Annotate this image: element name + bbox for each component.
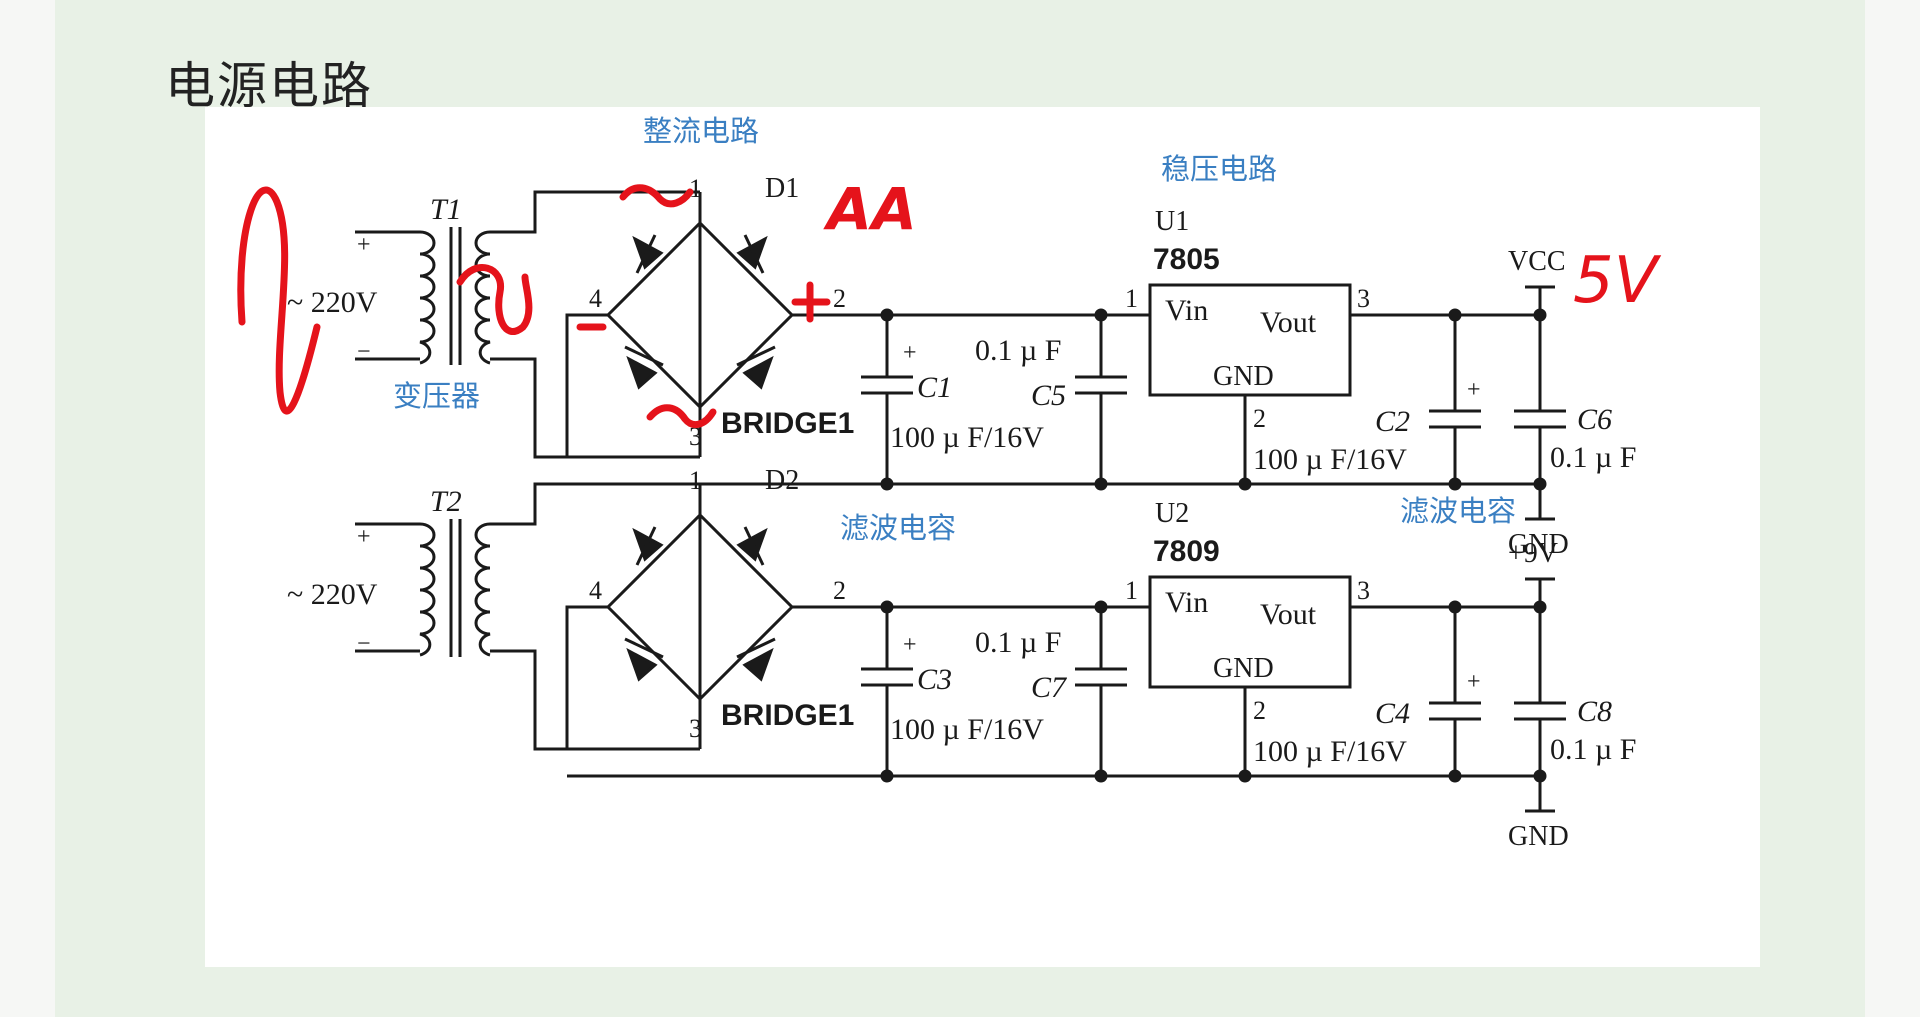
capacitor-c8 [1514, 577, 1566, 813]
c5-value: 0.1 µ F [975, 334, 1061, 367]
transformer-t1 [355, 190, 700, 459]
c1-value: 100 µ F/16V [890, 421, 1044, 454]
c5-ref: C5 [1031, 379, 1066, 412]
capacitor-c4 [1429, 600, 1481, 783]
bridge-pin-3: 3 [689, 422, 702, 451]
handwritten-5v-note: 5V [1573, 244, 1662, 318]
bridge-ref: D1 [765, 173, 799, 204]
regulator-part: 7805 [1153, 243, 1220, 276]
input-plus: + [357, 232, 371, 258]
regulator-gnd: GND [1213, 653, 1274, 684]
input-voltage-label: ~ 220V [287, 286, 378, 319]
bridge-rectifier-d1 [565, 192, 810, 459]
handwritten-annotations [237, 184, 831, 429]
c3-ref: C3 [917, 663, 952, 696]
input-minus: − [357, 631, 371, 657]
regulator-ref: U1 [1155, 206, 1189, 237]
bridge-name: BRIDGE1 [721, 699, 854, 732]
regulator-pin-in: 1 [1125, 284, 1138, 313]
capacitor-c1 [861, 308, 913, 491]
regulator-vin: Vin [1165, 586, 1208, 619]
bridge-pin-1: 1 [689, 174, 702, 203]
input-minus: − [357, 339, 371, 365]
bridge-pin-4: 4 [589, 284, 602, 313]
regulator-u1 [1148, 283, 1352, 491]
bridge-pin-1: 1 [689, 466, 702, 495]
handwritten-aa-note: AA [823, 175, 917, 243]
bridge-input-tilde-bottom [646, 404, 717, 429]
c8-ref: C8 [1577, 695, 1612, 728]
capacitor-c2 [1429, 308, 1481, 491]
regulator-part: 7809 [1153, 535, 1220, 568]
bridge-pin-3: 3 [689, 714, 702, 743]
regulator-pin-in: 1 [1125, 576, 1138, 605]
capacitor-c7 [1075, 600, 1127, 783]
filter-capacitor-label-1: 滤波电容 [840, 511, 957, 545]
secondary-wave-sketch [456, 264, 533, 335]
c7-ref: C7 [1031, 671, 1068, 704]
c3-plus: + [903, 632, 917, 658]
c8-value: 0.1 µ F [1550, 733, 1636, 766]
capacitor-c5 [1075, 308, 1127, 491]
transformer-ref: T1 [430, 193, 462, 226]
c4-plus: + [1467, 669, 1481, 695]
bridge-pin-4: 4 [589, 576, 602, 605]
c1-plus: + [903, 340, 917, 366]
regulator-vout: Vout [1260, 598, 1317, 631]
transformer-label: 变压器 [393, 379, 481, 413]
slide-title: 电源电路 [165, 57, 373, 115]
c2-value: 100 µ F/16V [1253, 443, 1407, 476]
bridge-ref: D2 [765, 465, 799, 496]
input-voltage-label: ~ 220V [287, 578, 378, 611]
circuit-1: T1 + − ~ 220V D1 1 2 3 4 BRIDGE1 + C1 [287, 173, 1636, 560]
regulator-pin-out: 3 [1357, 576, 1370, 605]
regulator-vout: Vout [1260, 306, 1317, 339]
filter-capacitor-label-2: 滤波电容 [1400, 494, 1517, 528]
ground-label: GND [1508, 529, 1569, 560]
regulator-pin-gnd: 2 [1253, 404, 1266, 433]
regulator-label: 稳压电路 [1161, 152, 1278, 186]
transformer-ref: T2 [430, 485, 462, 518]
capacitor-c3 [861, 600, 913, 783]
input-plus: + [357, 524, 371, 550]
output-label: +9V [1508, 538, 1558, 569]
c2-plus: + [1467, 377, 1481, 403]
c1-ref: C1 [917, 371, 952, 404]
bridge-pin-2: 2 [833, 576, 846, 605]
bridge-input-tilde-top [619, 184, 694, 208]
bridge-rectifier-d2 [565, 484, 810, 751]
ground-label: GND [1508, 821, 1569, 852]
circuit-2: T2 + − ~ 220V D2 1 2 3 4 BRIDGE1 + C3 10… [287, 465, 1636, 852]
c3-value: 100 µ F/16V [890, 713, 1044, 746]
plus-mark [791, 281, 831, 323]
rectifier-label: 整流电路 [643, 114, 760, 148]
regulator-vin: Vin [1165, 294, 1208, 327]
output-label: VCC [1508, 246, 1566, 277]
regulator-gnd: GND [1213, 361, 1274, 392]
c7-value: 0.1 µ F [975, 626, 1061, 659]
c6-ref: C6 [1577, 403, 1612, 436]
ac-sine-wave-sketch [237, 186, 321, 415]
bridge-pin-2: 2 [833, 284, 846, 313]
c4-value: 100 µ F/16V [1253, 735, 1407, 768]
c6-value: 0.1 µ F [1550, 441, 1636, 474]
c4-ref: C4 [1375, 697, 1410, 730]
regulator-ref: U2 [1155, 498, 1189, 529]
regulator-u2 [1148, 575, 1352, 783]
circuit-schematic: T1 + − ~ 220V D1 1 2 3 4 BRIDGE1 + C1 [205, 107, 1760, 967]
regulator-pin-gnd: 2 [1253, 696, 1266, 725]
bridge-name: BRIDGE1 [721, 407, 854, 440]
regulator-pin-out: 3 [1357, 284, 1370, 313]
c2-ref: C2 [1375, 405, 1410, 438]
capacitor-c6 [1514, 285, 1566, 521]
